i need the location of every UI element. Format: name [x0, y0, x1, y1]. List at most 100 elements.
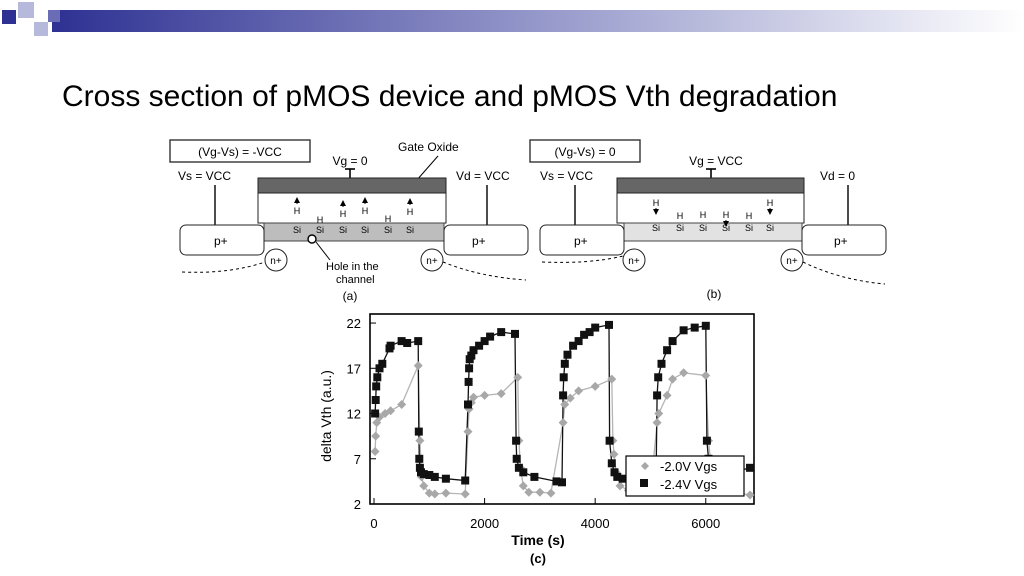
data-point-square — [512, 454, 521, 463]
well-contact-right-b — [780, 248, 804, 272]
data-point-square — [465, 364, 474, 373]
well-contact-left-b — [622, 248, 646, 272]
figure-caption-a: (a) — [343, 289, 358, 303]
a-silicon-label: Si — [361, 225, 369, 235]
data-point-square — [668, 337, 677, 346]
data-point-diamond — [679, 368, 689, 378]
y-tick-label: 12 — [347, 407, 361, 422]
data-point-diamond — [413, 361, 423, 371]
well-label-left-b: n+ — [628, 256, 640, 267]
vd-label-b: Vd = 0 — [820, 169, 855, 183]
data-point-diamond — [496, 389, 506, 399]
data-point-diamond — [652, 418, 662, 428]
data-point-diamond — [386, 406, 396, 416]
data-point-square — [701, 321, 710, 330]
a-hydrogen-label: H — [294, 206, 301, 216]
b-silicon-label: Si — [699, 223, 707, 233]
header-square-dark — [2, 10, 16, 24]
data-point-diamond — [480, 390, 490, 400]
data-point-square — [580, 330, 589, 339]
hole-label-line2: channel — [336, 274, 375, 286]
data-point-square — [397, 337, 406, 346]
a-silicon-label: Si — [384, 225, 392, 235]
b-arrow-down-icon — [653, 209, 659, 215]
legend-box — [625, 455, 745, 497]
a-hydrogen-label: H — [385, 214, 392, 224]
data-point-diamond — [371, 431, 381, 441]
vs-label-a: Vs = VCC — [178, 169, 231, 183]
hole-pointer — [315, 241, 331, 261]
data-point-square — [746, 463, 754, 472]
data-point-diamond — [424, 488, 434, 498]
figure-caption-b: (b) — [707, 287, 722, 301]
gate-oxide-a — [257, 192, 447, 224]
data-point-square — [386, 341, 395, 350]
data-point-square — [559, 373, 568, 382]
oxide-label: Gate Oxide — [398, 140, 459, 154]
b-hydrogen-label: H — [746, 211, 753, 221]
data-point-diamond — [615, 481, 625, 491]
header-square-light — [18, 2, 34, 18]
data-point-square — [419, 470, 428, 479]
figure-a: (Vg-Vs) = -VCC Gate Oxide Vg = 0 Vs = VC… — [169, 139, 529, 303]
data-point-diamond — [574, 386, 584, 396]
well-label-right-a: n+ — [426, 256, 438, 267]
data-point-square — [610, 468, 619, 477]
y-axis-label: delta Vth (a.u.) — [318, 370, 334, 462]
depletion-boundary-left-b — [541, 255, 624, 263]
data-point-diamond — [419, 481, 429, 491]
data-point-diamond — [701, 371, 711, 381]
b-silicon-label: Si — [676, 223, 684, 233]
y-tick-label: 7 — [354, 452, 361, 467]
data-point-diamond — [518, 481, 528, 491]
b-hydrogen-label: H — [700, 210, 707, 220]
data-point-square — [371, 396, 380, 404]
source-label-a: p+ — [214, 234, 228, 248]
drain-region-b — [801, 224, 887, 256]
data-point-square — [605, 436, 614, 445]
b-hydrogen-label: H — [767, 198, 774, 208]
data-point-diamond — [654, 409, 664, 419]
source-region-a — [179, 224, 265, 256]
vs-label-b: Vs = VCC — [540, 169, 593, 183]
well-label-right-b: n+ — [786, 256, 798, 267]
data-point-diamond — [668, 374, 678, 384]
chart-points — [370, 320, 755, 500]
bias-box-a — [169, 139, 311, 163]
data-point-square — [378, 359, 387, 368]
data-point-diamond — [430, 489, 440, 499]
data-point-diamond — [524, 487, 534, 497]
b-silicon-label: Si — [766, 223, 774, 233]
figure-b: (Vg-Vs) = 0 Vg = VCC Vs = VCC Vd = 0 p+ … — [529, 139, 887, 301]
b-silicon-label: Si — [652, 223, 660, 233]
data-point-square — [512, 436, 521, 445]
data-point-diamond — [469, 392, 479, 402]
data-point-square — [372, 382, 381, 391]
a-hydrogen-label: H — [407, 207, 414, 217]
gate-oxide-b — [616, 192, 805, 224]
data-point-diamond — [558, 418, 568, 428]
data-point-square — [371, 409, 380, 418]
data-point-square — [613, 472, 622, 481]
a-hydrogen-label: H — [362, 206, 369, 216]
gate-electrode-a — [257, 177, 447, 194]
data-point-diamond — [513, 372, 523, 382]
data-point-diamond — [460, 489, 470, 499]
bias-label-a: (Vg-Vs) = -VCC — [198, 145, 282, 159]
channel-region-a — [263, 222, 445, 242]
data-point-square — [480, 337, 489, 346]
page-title: Cross section of pMOS device and pMOS Vt… — [62, 80, 838, 113]
data-point-diamond — [397, 399, 407, 409]
data-point-square — [469, 346, 478, 355]
data-point-square — [559, 391, 568, 400]
b-hydrogen-label: H — [677, 211, 684, 221]
header-gradient-bar — [52, 10, 1024, 32]
source-label-b: p+ — [574, 234, 588, 248]
data-point-square — [415, 454, 424, 463]
a-hydrogen-label: H — [340, 209, 347, 219]
data-point-square — [552, 477, 561, 486]
b-silicon-label: Si — [722, 223, 730, 233]
data-point-diamond — [565, 393, 575, 403]
